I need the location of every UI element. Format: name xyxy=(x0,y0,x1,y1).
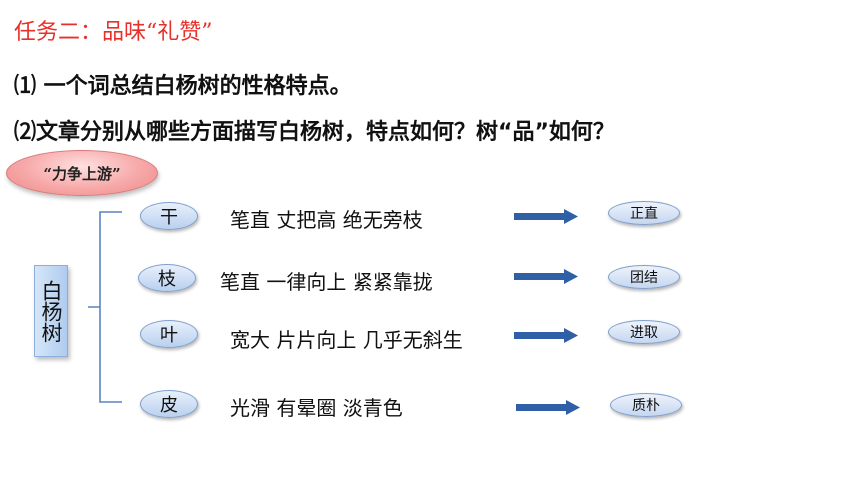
part-bark: 皮 xyxy=(140,390,198,418)
quality-leaf: 进取 xyxy=(608,320,680,344)
arrow-icon xyxy=(514,209,578,224)
arrow-icon xyxy=(514,328,578,343)
desc-bark: 光滑 有晕圈 淡青色 xyxy=(230,396,403,420)
desc-trunk: 笔直 丈把高 绝无旁枝 xyxy=(230,208,423,232)
part-trunk: 干 xyxy=(140,202,198,230)
arrow-icon xyxy=(514,269,578,284)
bracket xyxy=(88,211,122,403)
question-1: ⑴ 一个词总结白杨树的性格特点。 xyxy=(14,74,352,99)
task-title: 任务二：品味“礼赞” xyxy=(14,20,213,45)
answer-badge: “力争上游” xyxy=(6,150,158,196)
part-branch: 枝 xyxy=(138,264,196,292)
arrow-icon xyxy=(516,400,580,415)
desc-branch: 笔直 一律向上 紧紧靠拢 xyxy=(220,270,433,294)
question-2: ⑵文章分别从哪些方面描写白杨树，特点如何？树“品”如何？ xyxy=(14,120,615,145)
part-leaf: 叶 xyxy=(140,320,198,348)
quality-trunk: 正直 xyxy=(608,201,680,225)
quality-bark: 质朴 xyxy=(610,393,682,417)
desc-leaf: 宽大 片片向上 几乎无斜生 xyxy=(230,328,463,352)
subject-box: 白杨树 xyxy=(34,265,68,357)
quality-branch: 团结 xyxy=(608,265,680,289)
